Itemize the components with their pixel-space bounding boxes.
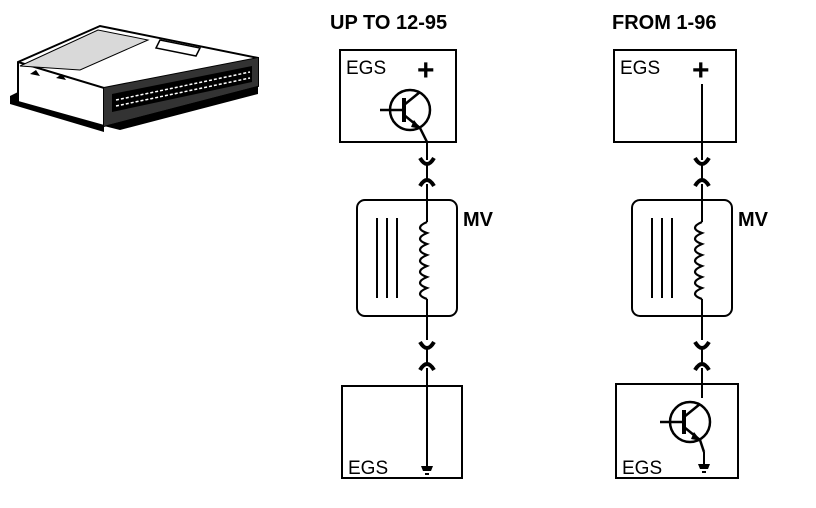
egs-label-top-right: EGS: [620, 58, 660, 79]
transistor-icon: [658, 400, 712, 444]
transistor-icon: [378, 88, 432, 132]
connector-icon: [693, 156, 711, 188]
ground-icon: [420, 453, 434, 475]
egs-label-top-left: EGS: [346, 58, 386, 79]
circuit-from-1-96: EGS + MV EGS: [613, 49, 769, 479]
connector-icon: [418, 340, 436, 372]
egs-box-bottom-left: [341, 385, 463, 479]
circuit-up-to-12-95: EGS + MV EGS: [339, 49, 494, 479]
title-from-1-96: FROM 1-96: [612, 12, 716, 34]
connector-icon: [418, 156, 436, 188]
solenoid-valve-left: [355, 198, 459, 318]
mv-label-left: MV: [463, 209, 494, 231]
title-up-to-12-95: UP TO 12-95: [330, 12, 447, 34]
egs-box-top-left: [339, 49, 457, 143]
egs-label-bottom-right: EGS: [622, 458, 662, 479]
connector-icon: [693, 340, 711, 372]
solenoid-valve-right: [630, 198, 734, 318]
mv-label-right: MV: [738, 209, 769, 231]
egs-box-top-right: [613, 49, 737, 143]
ground-icon: [697, 451, 711, 473]
egs-box-bottom-right: [615, 383, 739, 479]
plus-icon: +: [692, 54, 710, 87]
plus-icon: +: [417, 54, 435, 87]
ecu-module-illustration: [10, 24, 259, 132]
egs-label-bottom-left: EGS: [348, 458, 388, 479]
